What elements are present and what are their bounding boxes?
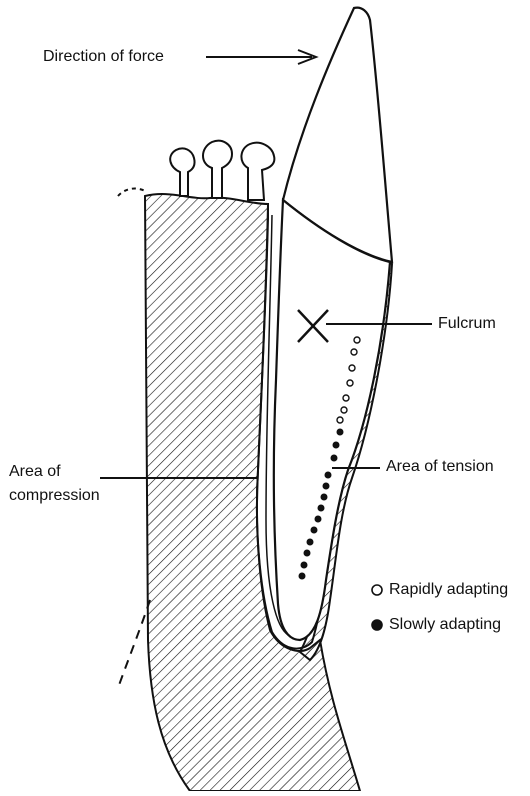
receptor-filled	[311, 527, 317, 533]
legend-open-circle-icon	[372, 585, 382, 595]
receptor-filled	[323, 483, 329, 489]
gingival-papilla-3	[241, 143, 274, 200]
receptor-filled	[321, 494, 327, 500]
gingival-papilla-1	[170, 148, 194, 196]
receptor-filled	[337, 429, 343, 435]
direction-of-force-label: Direction of force	[43, 47, 164, 67]
dashed-contour-lower	[118, 600, 150, 688]
receptor-open	[343, 395, 349, 401]
gingival-papilla-2	[203, 141, 232, 198]
force-arrow	[206, 50, 316, 64]
receptor-filled	[301, 562, 307, 568]
receptor-filled	[299, 573, 305, 579]
receptor-filled	[318, 505, 324, 511]
area-of-tension-label: Area of tension	[386, 457, 494, 477]
receptor-open	[347, 380, 353, 386]
receptor-filled	[333, 442, 339, 448]
legend-filled-circle-icon	[372, 620, 382, 630]
receptor-filled	[331, 455, 337, 461]
legend-rapidly-adapting-label: Rapidly adapting	[389, 580, 508, 600]
fulcrum-label: Fulcrum	[438, 314, 496, 334]
receptor-open	[349, 365, 355, 371]
receptor-open	[337, 417, 343, 423]
receptor-filled	[325, 472, 331, 478]
receptor-open	[341, 407, 347, 413]
legend-slowly-adapting-label: Slowly adapting	[389, 615, 501, 635]
bone-edge-dotted-top	[118, 189, 147, 196]
area-of-compression-label-line2: compression	[9, 486, 100, 506]
area-of-compression-label-line1: Area of	[9, 462, 61, 482]
receptor-open	[354, 337, 360, 343]
receptor-filled	[315, 516, 321, 522]
receptor-filled	[307, 539, 313, 545]
receptor-open	[351, 349, 357, 355]
receptor-filled	[304, 550, 310, 556]
